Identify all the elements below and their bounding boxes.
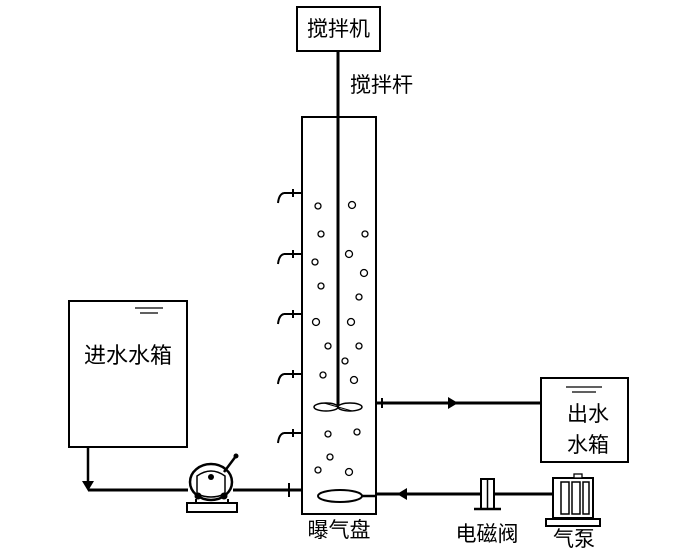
- air-pump-label: 气泵: [553, 527, 595, 551]
- sampling-tap[interactable]: [277, 370, 302, 385]
- air-pump[interactable]: [545, 473, 601, 527]
- air-bubbles: [311, 200, 369, 477]
- aeration-disc: [317, 489, 363, 503]
- solenoid-valve[interactable]: [474, 478, 501, 511]
- peristaltic-pump[interactable]: [186, 453, 239, 513]
- air-flow-arrow: [397, 488, 407, 500]
- impeller: [313, 402, 363, 412]
- solenoid-valve-label: 电磁阀: [456, 522, 519, 546]
- inlet-tank-label: 进水水箱: [84, 344, 172, 369]
- feed-flow-arrow: [82, 481, 94, 491]
- outlet-flow-arrow: [448, 397, 458, 409]
- sampling-tap[interactable]: [277, 310, 302, 325]
- mixer-label: 搅拌机: [307, 17, 370, 41]
- reactor-column: [301, 116, 377, 515]
- aeration-disc-label: 曝气盘: [308, 518, 371, 542]
- sampling-tap[interactable]: [277, 189, 302, 204]
- sampling-tap[interactable]: [277, 429, 302, 444]
- stir-rod-label: 搅拌杆: [350, 73, 413, 97]
- sampling-taps: [277, 189, 302, 444]
- sampling-tap[interactable]: [277, 250, 302, 265]
- mixer-box: [296, 6, 381, 52]
- outlet-tank-label-2: 水箱: [567, 433, 609, 457]
- outlet-tank-label-1: 出水: [567, 402, 609, 426]
- inlet-tank: [68, 300, 188, 448]
